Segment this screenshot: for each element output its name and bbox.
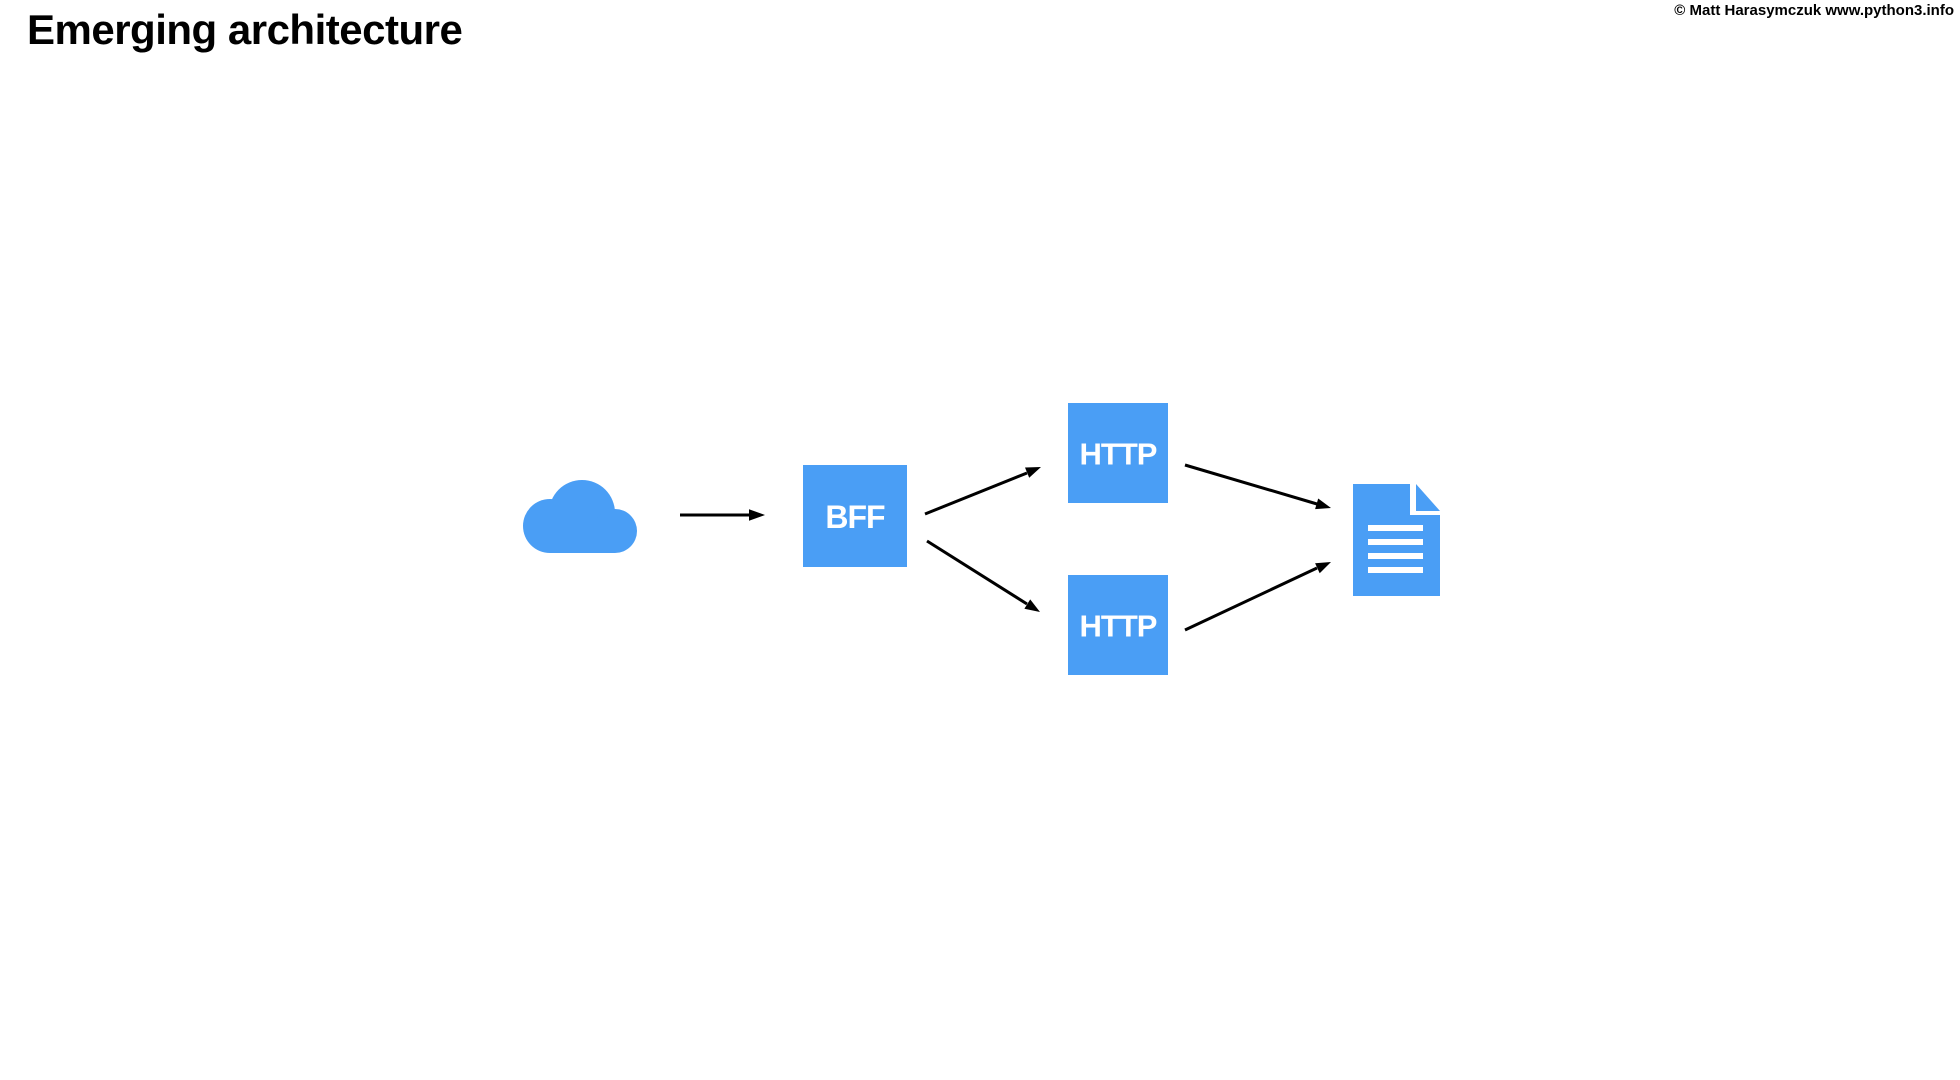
- copyright-text: © Matt Harasymczuk www.python3.info: [1674, 2, 1954, 19]
- document-fold: [1416, 484, 1440, 511]
- document-icon: [1353, 484, 1440, 596]
- arrowhead-bff-to-http-top: [1025, 467, 1041, 478]
- document-text-lines: [1368, 525, 1423, 573]
- arrowhead-bff-to-http-bottom: [1024, 599, 1040, 612]
- bff-label: BFF: [825, 499, 885, 535]
- node-http-top: HTTP: [1068, 403, 1168, 503]
- node-http-bottom: HTTP: [1068, 575, 1168, 675]
- http-bottom-label: HTTP: [1080, 609, 1157, 644]
- edge-http-bottom-to-document: [1184, 566, 1318, 632]
- node-bff: BFF: [803, 465, 907, 567]
- edge-lines: [680, 463, 1318, 632]
- edge-bff-to-http-top: [924, 471, 1028, 516]
- edge-http-top-to-document: [1184, 463, 1318, 506]
- arrowhead-http-bottom-to-document: [1315, 562, 1331, 574]
- edge-arrowheads: [749, 467, 1331, 612]
- page-title: Emerging architecture: [27, 6, 463, 53]
- cloud-icon: [523, 480, 637, 553]
- http-top-label: HTTP: [1080, 437, 1157, 472]
- http-top-box: [1068, 403, 1168, 503]
- arrowhead-cloud-to-bff: [749, 509, 765, 521]
- edge-bff-to-http-bottom: [926, 539, 1028, 606]
- arrowhead-http-top-to-document: [1315, 498, 1331, 510]
- bff-box: [803, 465, 907, 567]
- http-bottom-box: [1068, 575, 1168, 675]
